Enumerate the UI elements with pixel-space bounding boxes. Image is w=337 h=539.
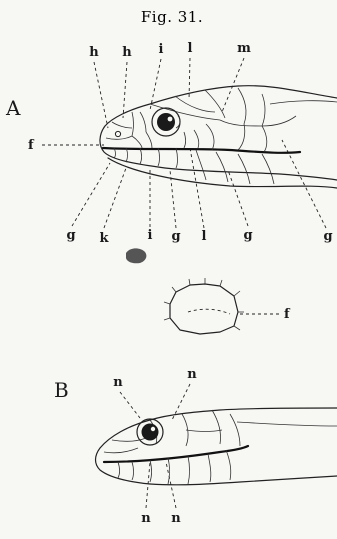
label-a-f: f bbox=[28, 138, 35, 153]
label-a-g3: g bbox=[243, 228, 252, 243]
label-a-i-top: i bbox=[159, 42, 164, 57]
label-b-n1: n bbox=[113, 375, 123, 390]
figure-title: Fig. 31. bbox=[141, 8, 203, 26]
label-b-n2: n bbox=[187, 367, 197, 382]
label-a-h2: h bbox=[122, 45, 132, 60]
label-a-l-bottom: l bbox=[202, 229, 207, 244]
label-a-m: m bbox=[237, 41, 251, 56]
panel-a-letter: A bbox=[5, 96, 21, 120]
panel-b-snake-head bbox=[96, 408, 337, 485]
label-a-g4: g bbox=[323, 229, 332, 244]
panel-a-leader-lines bbox=[42, 58, 326, 228]
label-detail-f: f bbox=[284, 307, 291, 322]
detail-scale-outline bbox=[164, 278, 280, 334]
label-a-g1: g bbox=[66, 228, 75, 243]
label-a-h1: h bbox=[89, 45, 99, 60]
label-b-n3: n bbox=[141, 511, 151, 526]
panel-a-snake-head bbox=[100, 86, 337, 188]
label-a-l-top: l bbox=[188, 41, 193, 56]
label-b-n4: n bbox=[171, 511, 181, 526]
panel-b-letter: B bbox=[54, 378, 69, 402]
label-a-k: k bbox=[99, 231, 109, 246]
panel-b-leader-lines bbox=[120, 384, 190, 508]
label-a-g2: g bbox=[171, 229, 180, 244]
ink-blot bbox=[126, 248, 146, 263]
label-a-i-bottom: i bbox=[148, 228, 153, 243]
